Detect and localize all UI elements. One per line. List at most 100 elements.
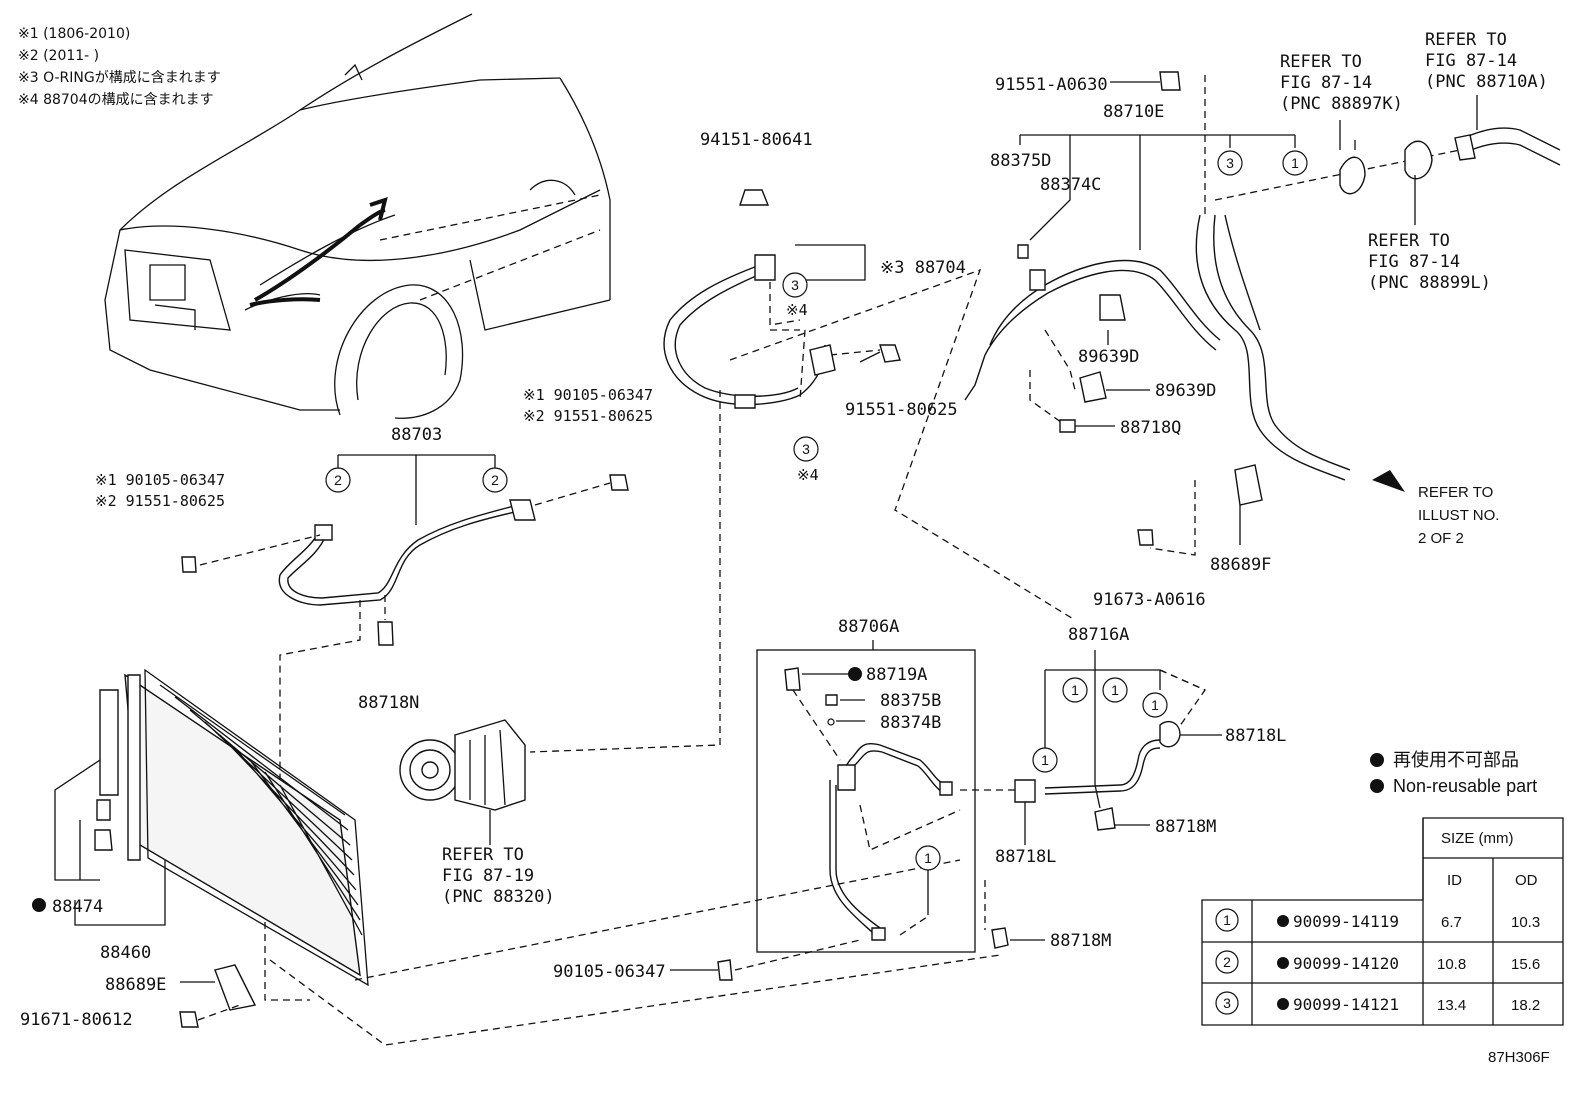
o-ring-mark: 3 [793,436,819,462]
table-od: 10.3 [1511,914,1540,931]
table-od: 15.6 [1511,956,1540,973]
table-id: 6.7 [1441,914,1462,931]
note-4-mark: ※4 [786,301,808,319]
label-88474: 88474 [52,897,103,917]
refer-illust-2: 2 OF 2 [1418,530,1464,547]
label-90105-06347: 90105-06347 [553,962,666,982]
label-91671-80612: 91671-80612 [20,1010,133,1030]
label-88718L: 88718L [995,847,1056,867]
label-88703: 88703 [391,425,442,445]
table-col-od: OD [1515,872,1538,889]
o-ring-mark: 1 [1062,677,1088,703]
refer-fig-87-14: REFER TO [1425,30,1507,50]
label-88689F: 88689F [1210,555,1271,575]
refer-fig-87-14: (PNC 88899L) [1368,273,1491,293]
part-labels: 94151-80641 ※3 88704 ※4 ※4 91551-80625 ※… [20,30,1548,1030]
svg-text:1: 1 [924,850,932,866]
label-90105-06347: ※1 90105-06347 [523,386,653,404]
hose-88704 [663,189,901,409]
label-88718N: 88718N [358,693,419,713]
svg-text:2: 2 [334,472,342,488]
non-reusable-dot [1370,753,1384,767]
o-ring-mark: 1 [1142,692,1168,718]
o-ring-mark: 2 [325,467,351,493]
svg-text:3: 3 [802,441,810,457]
note-4: ※4 88704の構成に含まれます [18,92,214,108]
svg-text:3: 3 [791,277,799,293]
o-ring-mark: 2 [482,467,508,493]
svg-text:1: 1 [1223,912,1231,928]
refer-fig-87-14: (PNC 88710A) [1425,72,1548,92]
table-id: 10.8 [1437,956,1466,973]
label-88718Q: 88718Q [1120,418,1181,438]
label-89639D: 89639D [1155,381,1216,401]
table-od: 18.2 [1511,997,1540,1014]
svg-text:1: 1 [1071,682,1079,698]
label-91551-80625: ※2 91551-80625 [523,407,653,425]
label-88374B: 88374B [880,713,941,733]
label-91551-80625: ※2 91551-80625 [95,492,225,510]
compressor [399,719,526,845]
o-ring-mark: 3 [782,272,808,298]
label-91673-A0616: 91673-A0616 [1093,590,1206,610]
table-row: 2 90099-14120 10.8 15.6 [1215,950,1540,974]
label-94151-80641: 94151-80641 [700,130,813,150]
non-reusable-dot [32,898,46,912]
svg-text:3: 3 [1226,155,1234,171]
refer-fig-87-14: FIG 87-14 [1280,73,1372,93]
box-88706A [670,640,976,981]
pipe-88710E [964,71,1561,546]
table-part-number: 90099-14119 [1293,912,1399,931]
o-ring-mark: 1 [915,845,941,871]
o-ring-mark: 1 [1282,150,1308,176]
svg-text:2: 2 [491,472,499,488]
label-88719A: 88719A [866,665,927,685]
refer-fig-87-19: REFER TO [442,845,524,865]
label-88375D: 88375D [990,151,1051,171]
label-88689E: 88689E [105,975,166,995]
table-col-id: ID [1447,872,1462,889]
label-88375B: 88375B [880,691,941,711]
condenser [54,668,369,1028]
o-ring-mark: 1 [1032,747,1058,773]
table-part-number: 90099-14121 [1293,995,1399,1014]
refer-illust-2: REFER TO [1418,484,1493,501]
label-89639D: 89639D [1078,347,1139,367]
figure-code: 87H306F [1488,1049,1550,1066]
label-88710E: 88710E [1103,102,1164,122]
svg-text:1: 1 [1111,682,1119,698]
refer-fig-87-19: (PNC 88320) [442,887,555,907]
label-91551-80625: 91551-80625 [845,400,958,420]
label-88460: 88460 [100,943,151,963]
hose-88703 [181,454,629,646]
refer-fig-87-14: REFER TO [1368,231,1450,251]
legend: 再使用不可部品 Non-reusable part [1370,750,1537,796]
table-header: SIZE (mm) [1441,830,1514,847]
label-88718L: 88718L [1225,726,1286,746]
label-91551-A0630: 91551-A0630 [995,75,1108,95]
legend-en: Non-reusable part [1393,776,1537,796]
non-reusable-dot [1370,779,1384,793]
refer-fig-87-14: (PNC 88897K) [1280,94,1403,114]
note-3: ※3 O-RINGが構成に含まれます [18,70,221,86]
note-1: ※1 (1806-2010) [18,26,130,42]
refer-fig-87-14: FIG 87-14 [1368,252,1460,272]
pipe-88716A [991,650,1222,949]
note-2: ※2 (2011- ) [18,48,99,64]
label-88716A: 88716A [1068,625,1129,645]
refer-fig-87-14: REFER TO [1280,52,1362,72]
svg-text:3: 3 [1223,995,1231,1011]
table-row: 3 90099-14121 13.4 18.2 [1215,991,1540,1015]
table-id: 13.4 [1437,997,1466,1014]
refer-illust-2: ILLUST NO. [1418,507,1499,524]
refer-fig-87-19: FIG 87-19 [442,866,534,886]
note-4-mark: ※4 [797,466,819,484]
non-reusable-dot [848,667,862,681]
label-88718M: 88718M [1155,817,1216,837]
notes: ※1 (1806-2010) ※2 (2011- ) ※3 O-RINGが構成に… [18,26,221,108]
o-ring-marks: 3 3 2 2 3 1 1 1 1 1 1 [325,150,1308,871]
car-illustration [104,13,611,419]
label-88706A: 88706A [838,617,899,637]
svg-text:1: 1 [1041,752,1049,768]
label-88718M: 88718M [1050,931,1111,951]
